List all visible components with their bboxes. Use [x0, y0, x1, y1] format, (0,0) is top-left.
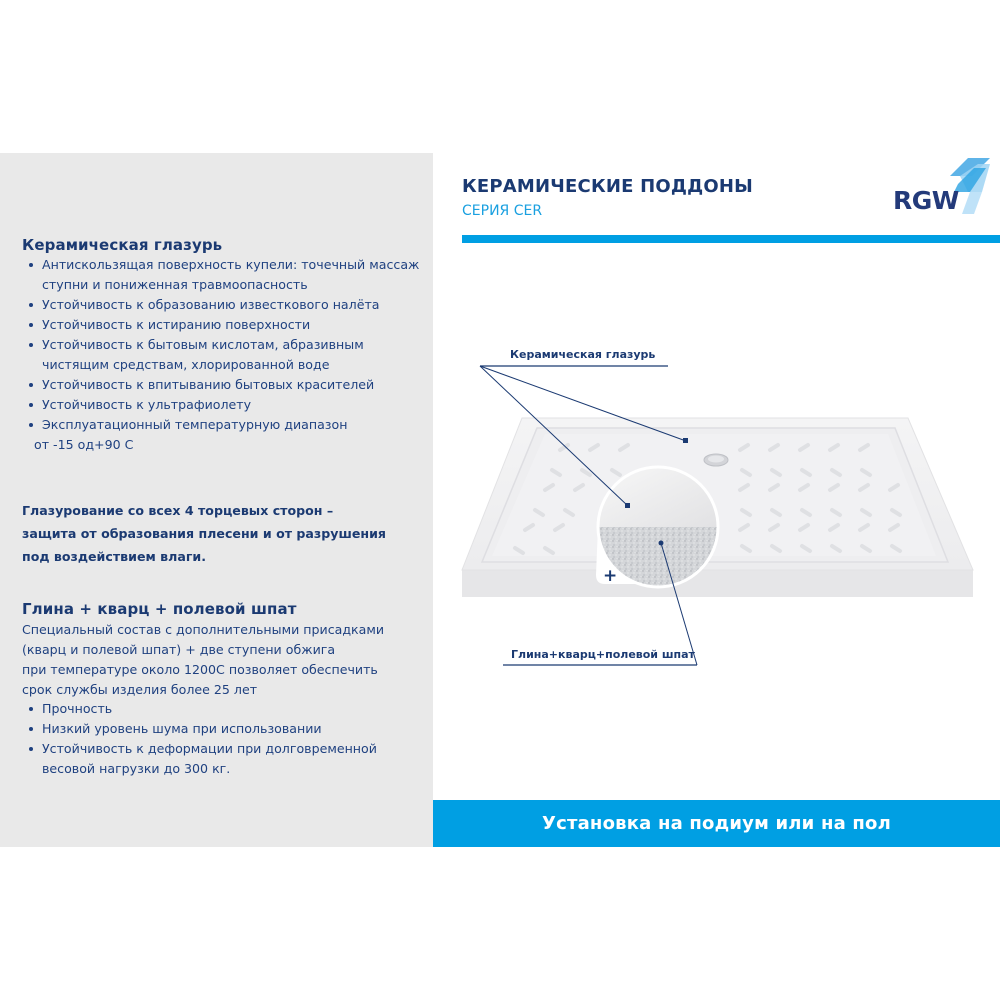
glaze-bullet-list: Антискользящая поверхность купели: точеч…: [28, 255, 419, 455]
glaze-marker-icon: [683, 438, 688, 443]
logo-stripes-icon: [950, 158, 990, 214]
clay-bullet-list: Прочность Низкий уровень шума при исполь…: [28, 699, 377, 779]
list-item: Устойчивость к истиранию поверхности: [28, 315, 419, 335]
list-item: Низкий уровень шума при использовании: [28, 719, 377, 739]
series-subtitle: СЕРИЯ CER: [462, 203, 543, 219]
anti-slip-texture: [513, 443, 902, 555]
clay-callout-label: Глина+кварц+полевой шпат: [511, 648, 695, 661]
temperature-range-text: от -15 од+90 С: [34, 437, 134, 452]
list-item: Прочность: [28, 699, 377, 719]
list-item: Устойчивость к бытовым кислотам, абразив…: [28, 335, 419, 375]
rgw-logo: RGW: [890, 158, 990, 220]
installation-banner: Установка на подиум или на пол: [433, 800, 1000, 847]
glaze-sample-marker-icon: [625, 503, 630, 508]
installation-banner-text: Установка на подиум или на пол: [542, 813, 891, 834]
page-title: КЕРАМИЧЕСКИЕ ПОДДОНЫ: [462, 176, 753, 197]
tray-front-face: [462, 570, 973, 597]
clay-description: Специальный состав с дополнительными при…: [22, 622, 385, 697]
clay-section-title: Глина + кварц + полевой шпат: [22, 600, 297, 618]
edge-glazing-note: Глазурование со всех 4 торцевых сторон –…: [22, 503, 386, 564]
glaze-section-title: Керамическая глазурь: [22, 236, 223, 254]
list-item: Устойчивость к деформации при долговреме…: [28, 739, 377, 779]
logo-text: RGW: [893, 186, 959, 215]
plus-icon: +: [603, 566, 618, 586]
list-item: Устойчивость к образованию известкового …: [28, 295, 419, 315]
list-item: Устойчивость к впитыванию бытовых красит…: [28, 375, 419, 395]
features-panel: [0, 153, 433, 847]
header-divider: [462, 235, 1000, 243]
list-item: Антискользящая поверхность купели: точеч…: [28, 255, 419, 295]
list-item: Эксплуатационный температурную диапазон: [28, 415, 419, 435]
list-item: Устойчивость к ультрафиолету: [28, 395, 419, 415]
glaze-callout-label: Керамическая глазурь: [510, 348, 656, 361]
